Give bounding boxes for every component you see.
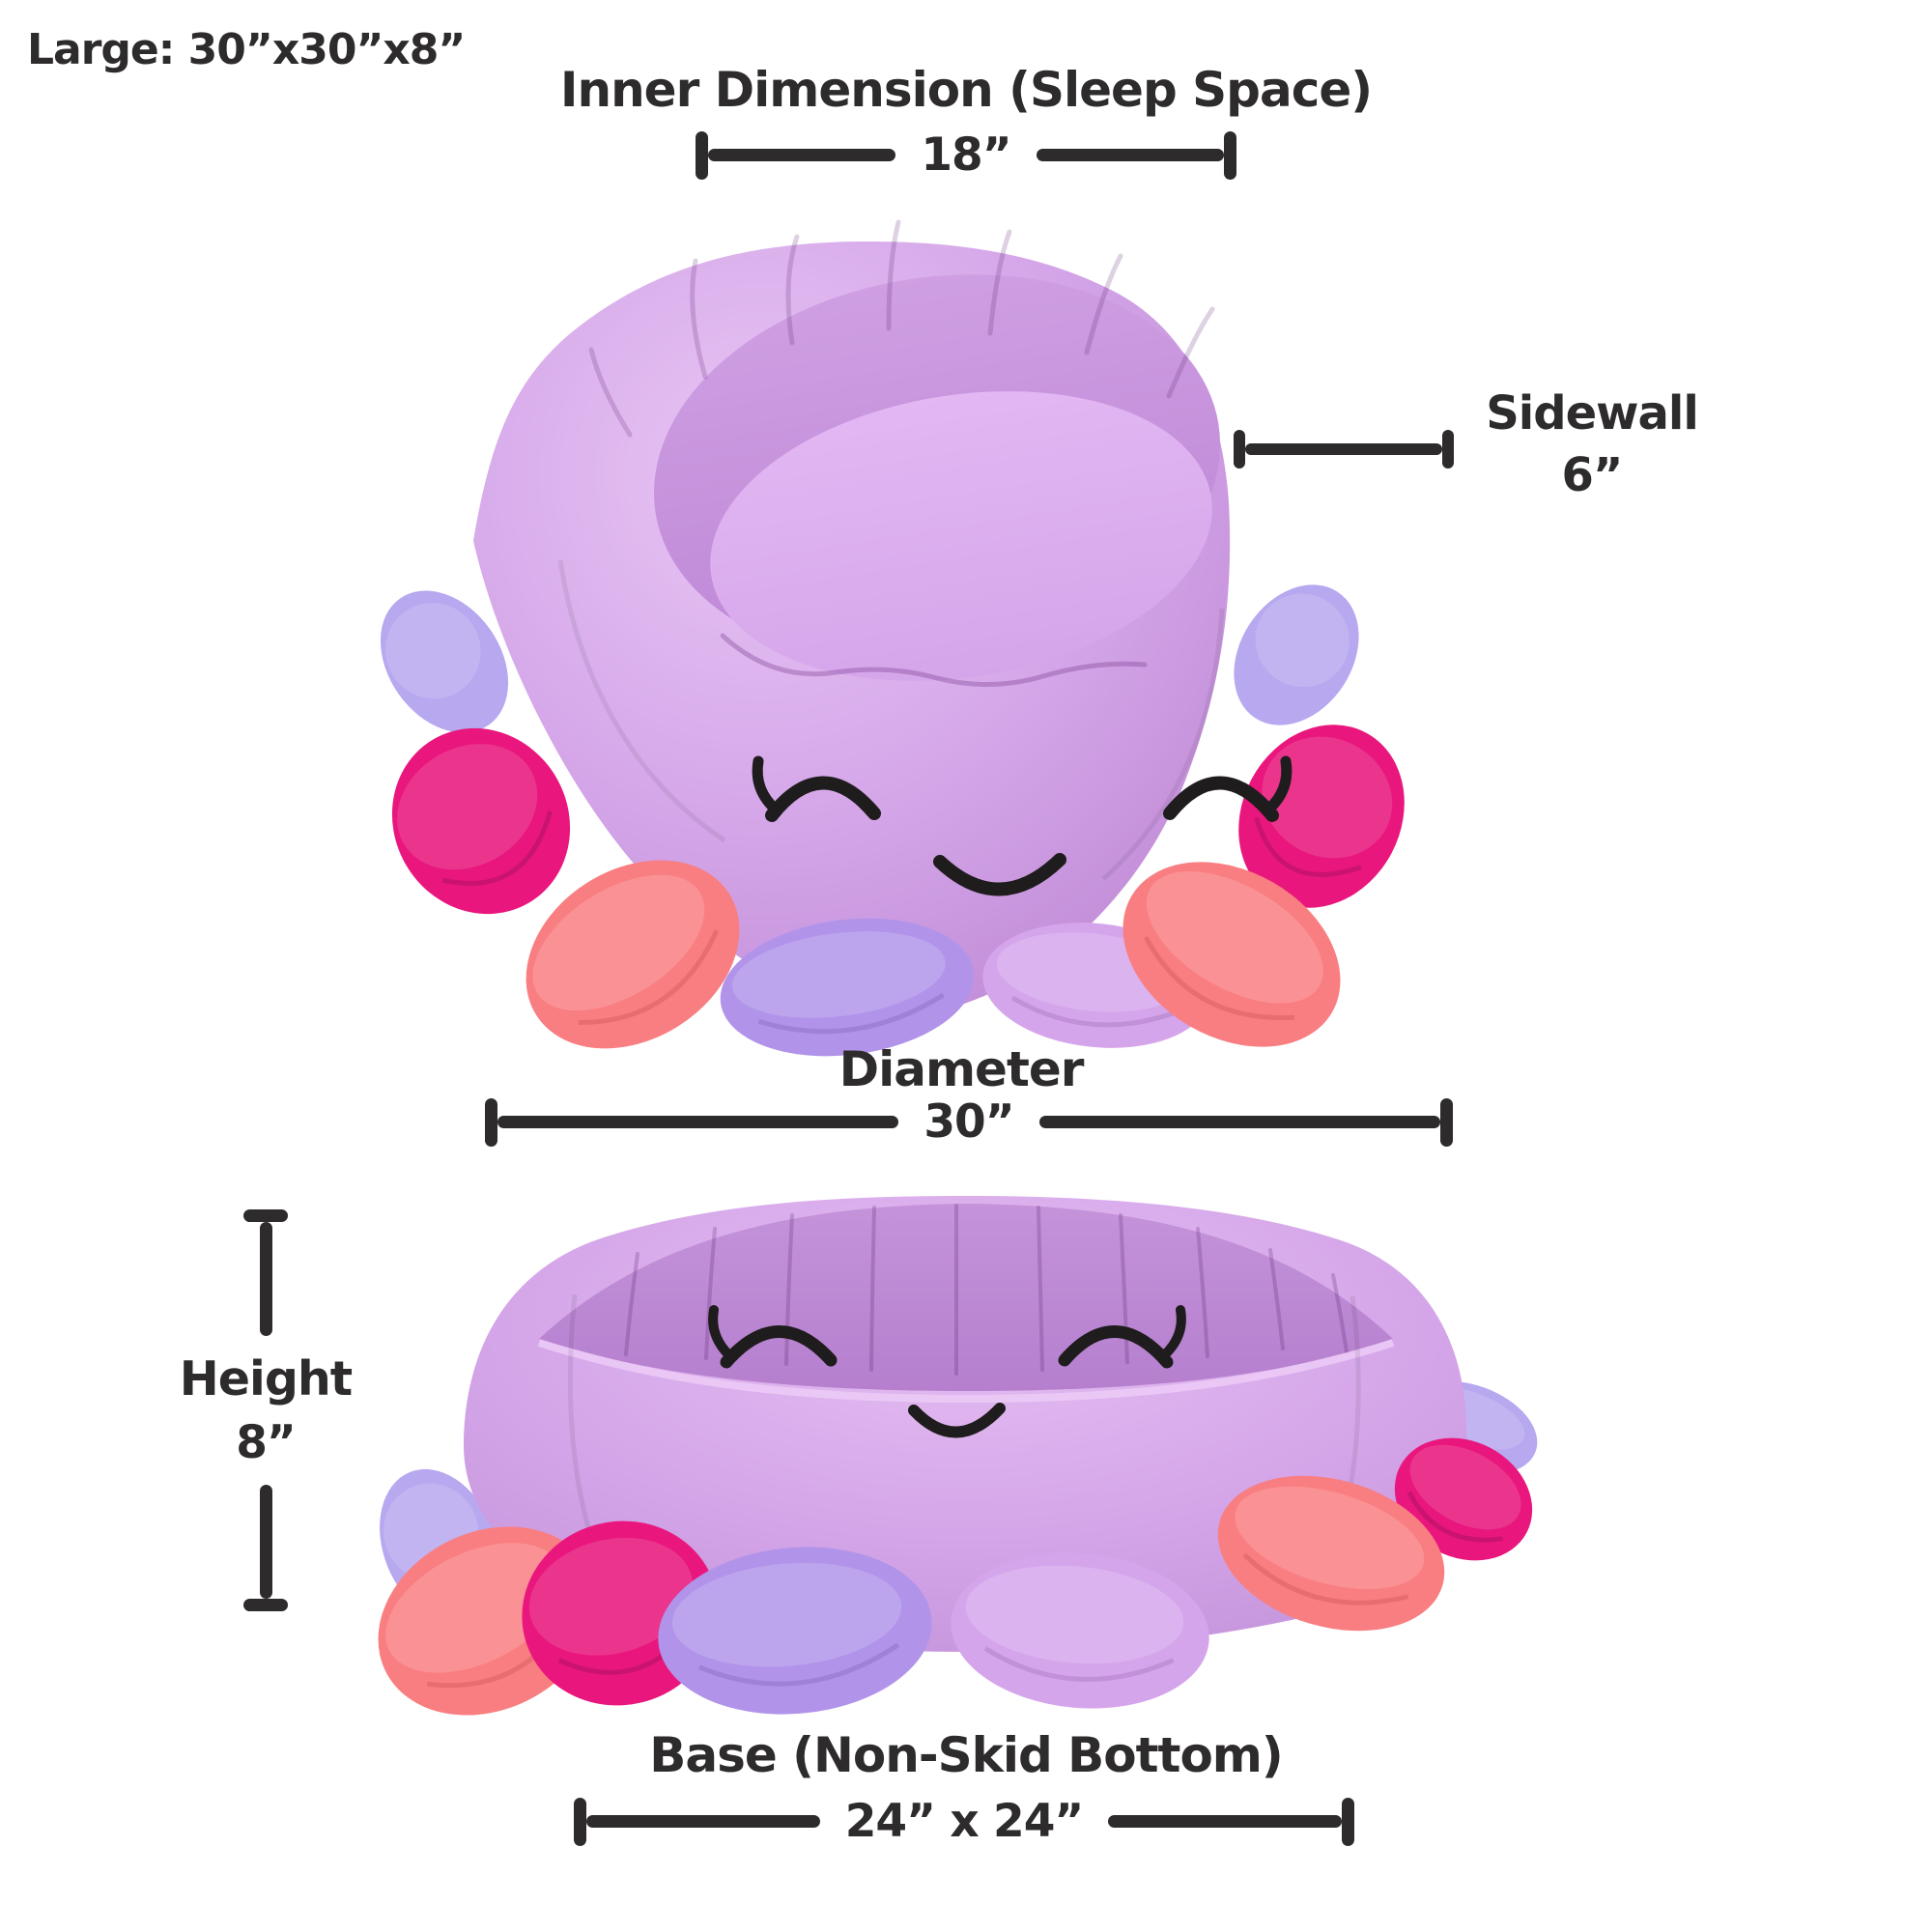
tentacle-periwinkle-bottom [658,1547,932,1715]
diameter-label: Diameter [838,1041,1085,1097]
eyelash-left [708,1305,736,1362]
tentacle-lavender-right [1234,584,1359,725]
dimension-line-cap [1440,1097,1454,1147]
closed-eye-right [1058,1325,1174,1369]
dimension-line-bar [708,149,896,161]
sleep-cushion [710,391,1212,681]
sidewall-value: 6” [1561,448,1624,502]
base-value: 24” x 24” [844,1795,1085,1848]
smile [908,1403,1006,1438]
bed-top-view-illustration [380,219,1405,1057]
smile [933,853,1066,896]
closed-eye-right [1163,776,1279,822]
dimension-line-bar [586,1815,820,1828]
closed-eye-left [720,1325,838,1369]
base-dimension-line: 24” x 24” [574,1795,1355,1848]
dimension-line-cap [574,1797,586,1846]
inner-dimension-label: Inner Dimension (Sleep Space) [559,62,1373,118]
cushion-ruffle-seam [720,633,1148,688]
size-label: Large: 30”x30”x8” [27,25,466,74]
dimension-line-bar [1108,1815,1343,1828]
dimension-line-cap [1442,430,1454,469]
tentacle-lavender-left [380,590,509,733]
eyelash-right [1157,1305,1186,1362]
dimension-line-bar [1038,1116,1441,1128]
tentacle-coral-right [1217,1475,1445,1632]
tentacle-coral-left [526,860,740,1049]
height-label: Height [179,1351,353,1406]
tentacle-lilac-bottom [951,1552,1209,1709]
body-seams [557,559,1225,881]
tentacle-magenta-right [1394,1437,1533,1561]
diameter-dimension-line: 30” [485,1095,1454,1149]
inner-dimension-line: 18” [696,128,1237,182]
rim-pleats [588,219,1215,438]
height-dimension-line: Height 8” [180,1209,353,1611]
octopus-face [708,1305,1186,1438]
tentacle-coral-right [1122,862,1341,1047]
sidewall-label-block: Sidewall 6” [1486,386,1699,502]
base-label: Base (Non-Skid Bottom) [649,1727,1283,1783]
bed-side-view-illustration [378,1196,1538,1716]
height-label-block: Height 8” [179,1351,353,1469]
octopus-face [752,755,1293,896]
dimension-line-cap [243,1209,288,1222]
dimension-line-cap [696,130,708,180]
rim-edge-highlight [537,1339,1395,1404]
dimension-line-cap [243,1599,288,1611]
dimension-line-bar [1245,443,1442,455]
sidewall-dimension-line [1234,430,1454,469]
closed-eye-left [765,776,881,822]
dimension-line-cap [1234,430,1245,469]
rim-pleats [624,1204,1349,1376]
dimension-line-cap [1342,1797,1355,1846]
sidewall-label: Sidewall [1486,386,1699,440]
dimension-line-bar [1036,149,1225,161]
dimension-line-bar [259,1485,272,1599]
height-value: 8” [236,1416,297,1469]
dimension-line-cap [1224,130,1237,180]
dimension-line-bar [497,1116,899,1128]
dimension-line-cap [485,1097,497,1147]
tentacle-periwinkle-bottom [720,918,975,1057]
diameter-value: 30” [923,1095,1014,1149]
tentacle-magenta-left [391,727,571,915]
inner-dimension-value: 18” [921,128,1011,182]
bed-body [473,219,1231,1016]
dimension-line-bar [259,1222,272,1336]
tentacle-magenta-right [1238,724,1405,908]
eyelash-left [752,755,782,816]
eyelash-right [1262,755,1293,816]
